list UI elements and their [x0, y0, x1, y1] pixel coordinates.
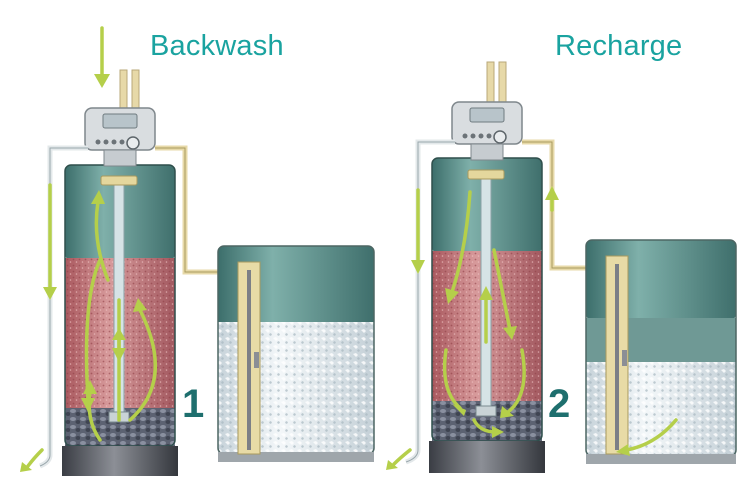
flow-arrowheads: [386, 186, 630, 470]
resin-tank-base: [62, 446, 178, 476]
control-valve: [451, 101, 523, 161]
brine-well: [605, 255, 629, 455]
resin-tank-base: [429, 441, 545, 473]
flow-arrows: [26, 26, 158, 468]
flow-arrows: [392, 188, 678, 466]
backwash-title: Backwash: [150, 30, 284, 62]
control-valve: [84, 107, 156, 167]
brine-well: [237, 261, 261, 455]
flow-arrowheads: [20, 74, 147, 472]
recharge-panel: [386, 61, 737, 473]
backwash-panel: [20, 26, 375, 476]
step-number-1: 1: [182, 382, 205, 426]
recharge-title: Recharge: [555, 30, 683, 62]
step-number-2: 2: [548, 382, 571, 426]
